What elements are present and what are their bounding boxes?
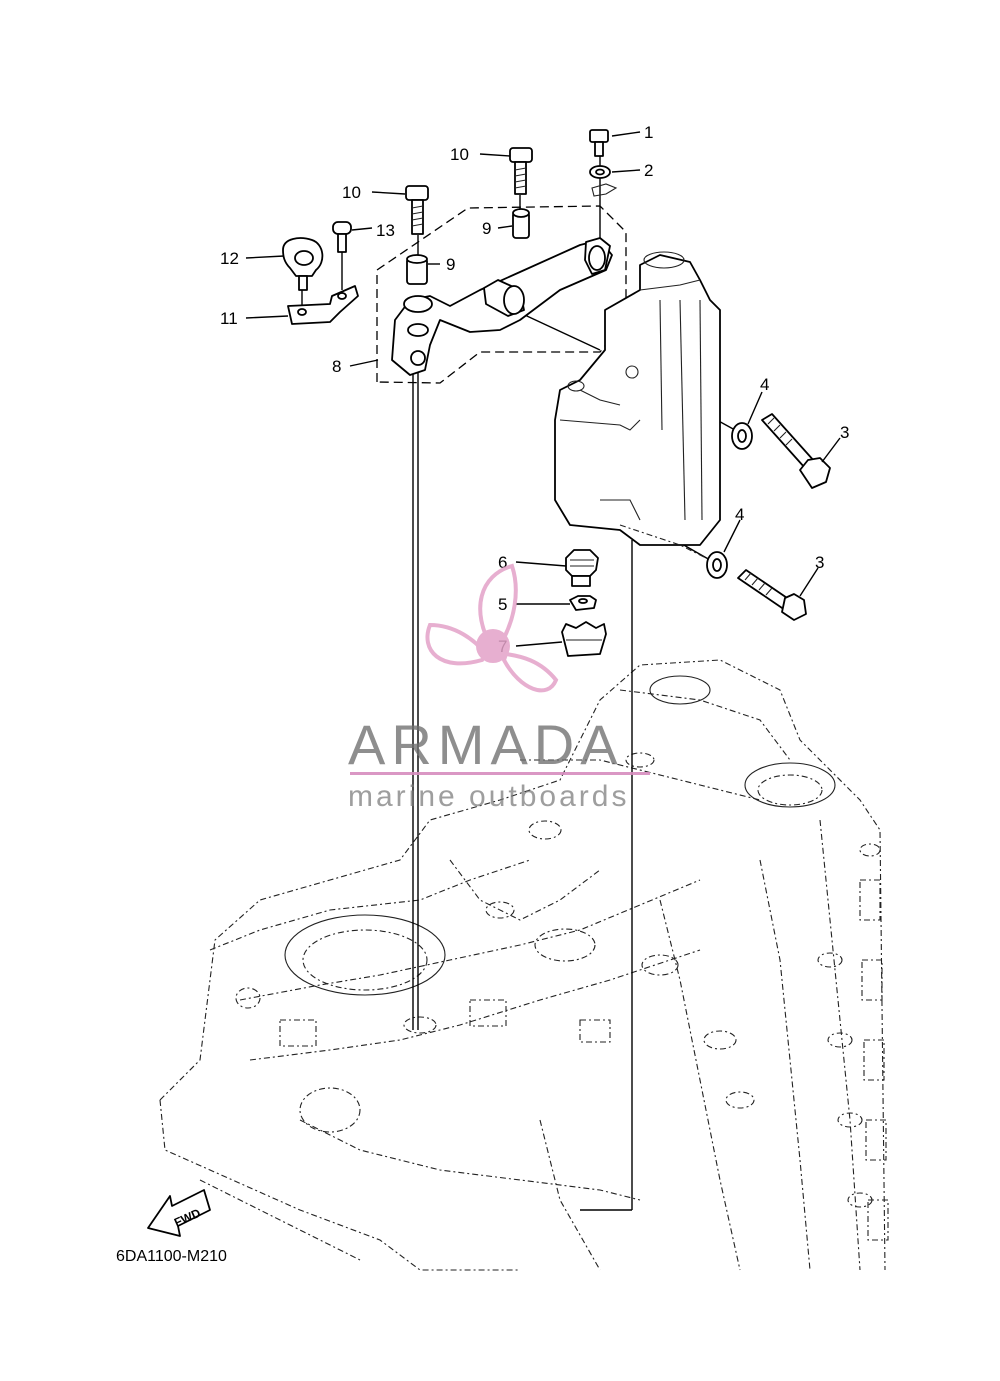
plate-part-11 bbox=[287, 285, 359, 325]
leader-lines bbox=[245, 131, 841, 647]
callout-2: 2 bbox=[644, 161, 653, 180]
bolt-part-3-lower bbox=[737, 569, 807, 621]
nut-part-5 bbox=[569, 595, 597, 611]
callout-10-upper: 10 bbox=[450, 145, 469, 164]
callout-6: 6 bbox=[498, 553, 507, 572]
watermark-title: ARMADA bbox=[348, 713, 624, 776]
callout-3-upper: 3 bbox=[840, 423, 849, 442]
callout-4-upper: 4 bbox=[760, 375, 769, 394]
propeller-logo-icon bbox=[425, 563, 559, 693]
callout-13: 13 bbox=[376, 221, 395, 240]
callout-4-lower: 4 bbox=[735, 505, 744, 524]
collar-part-9-upper bbox=[512, 208, 530, 239]
clip-part-12 bbox=[282, 237, 324, 291]
callout-11: 11 bbox=[220, 309, 238, 328]
washer-part-2 bbox=[589, 165, 618, 197]
bolt-part-10-lower bbox=[405, 185, 429, 235]
clamp-part-7 bbox=[561, 621, 607, 657]
starter-motor bbox=[554, 251, 721, 561]
bolt-part-3-upper bbox=[761, 413, 831, 489]
callout-5: 5 bbox=[498, 595, 507, 614]
washer-part-4-lower bbox=[706, 551, 728, 579]
engine-block-outline bbox=[159, 659, 889, 1271]
fwd-arrow-icon: FWD bbox=[147, 1189, 211, 1237]
bolt-part-1 bbox=[589, 129, 609, 157]
watermark-rule bbox=[350, 772, 650, 775]
bolt-part-10-upper bbox=[509, 147, 533, 195]
screw-part-13 bbox=[332, 221, 352, 253]
bracket-assembly-box bbox=[376, 205, 627, 384]
callout-numbers: 1 2 3 3 4 4 5 6 7 8 9 9 10 10 11 12 13 bbox=[220, 123, 849, 656]
callout-8: 8 bbox=[332, 357, 341, 376]
callout-9-lower: 9 bbox=[446, 255, 455, 274]
washer-part-4-upper bbox=[731, 422, 753, 450]
gear-part-6 bbox=[565, 549, 599, 587]
callout-1: 1 bbox=[644, 123, 653, 142]
callout-3-lower: 3 bbox=[815, 553, 824, 572]
collar-part-9-lower bbox=[406, 254, 428, 285]
bracket-part-8 bbox=[391, 237, 613, 376]
callout-12: 12 bbox=[220, 249, 239, 268]
watermark-subtitle: marine outboards bbox=[348, 780, 630, 813]
diagram-code-label: 6DA1100-M210 bbox=[116, 1248, 227, 1265]
callout-10-lower: 10 bbox=[342, 183, 361, 202]
callout-9-upper: 9 bbox=[482, 219, 491, 238]
